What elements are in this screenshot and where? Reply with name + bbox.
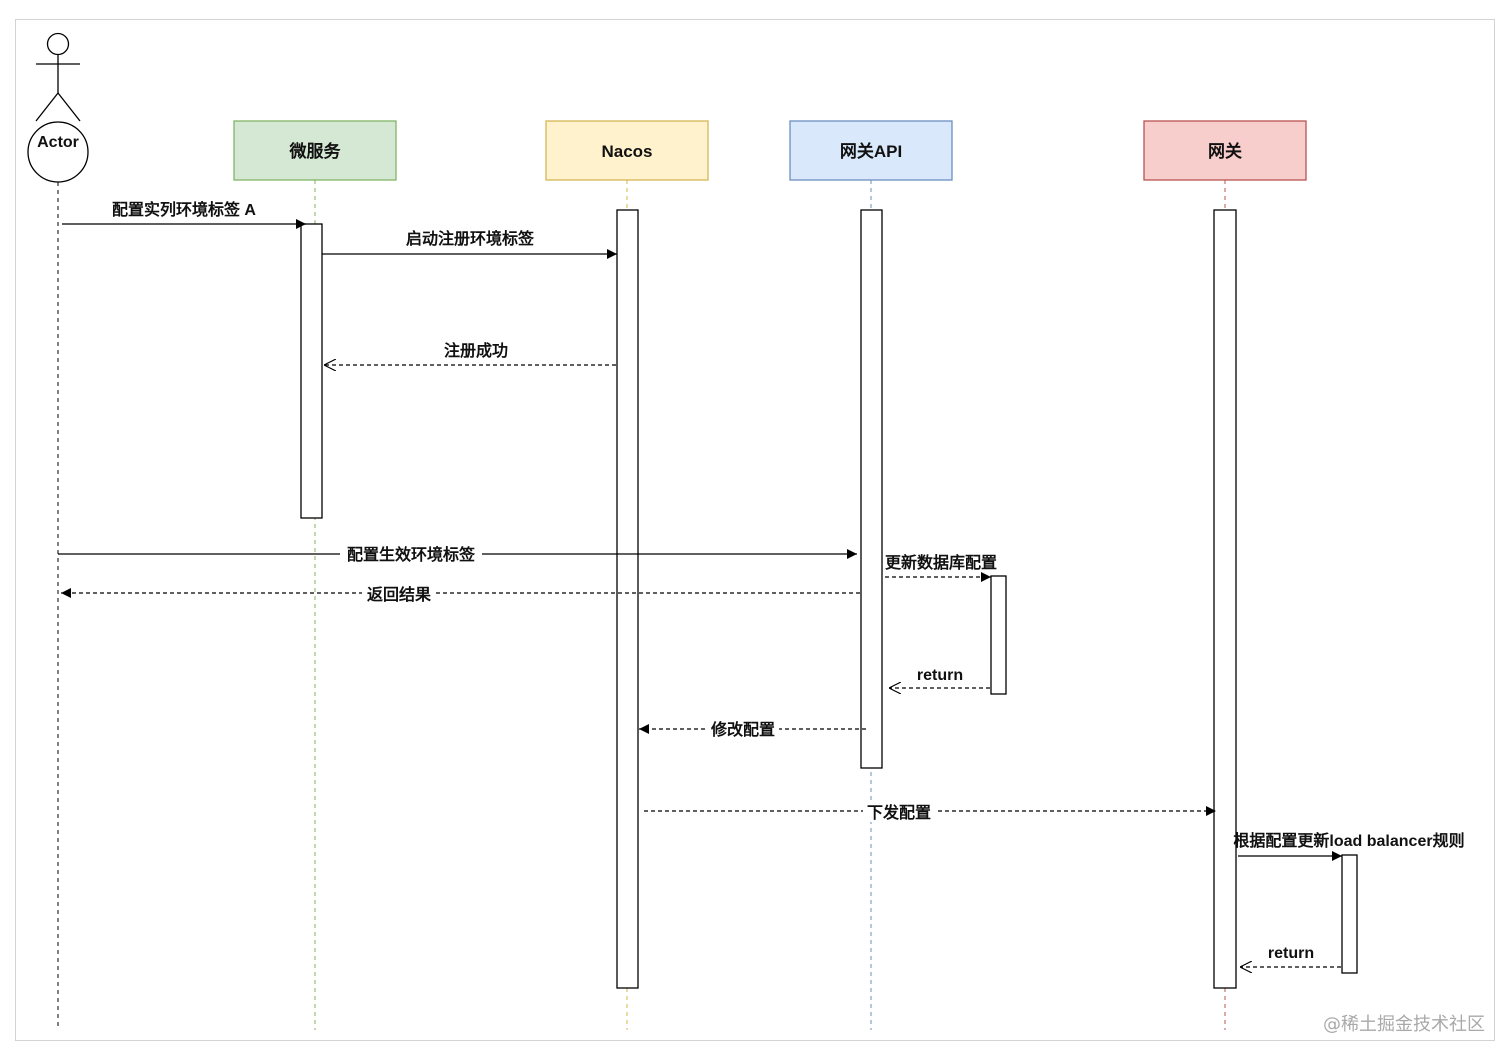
participant-gwapi-label: 网关API — [840, 141, 902, 161]
participant-micro-label: 微服务 — [289, 141, 342, 161]
message-1-label: 配置实列环境标签 A — [112, 200, 256, 219]
message-3-label: 注册成功 — [444, 341, 508, 360]
nacos-activation — [616, 209, 639, 989]
participant-nacos: Nacos — [545, 120, 709, 181]
gw-activation — [1213, 209, 1237, 989]
gwapi-db-activation — [990, 575, 1007, 695]
message-8-label-bg — [707, 718, 779, 740]
message-2-label: 启动注册环境标签 — [406, 229, 535, 248]
participant-gw: 网关 — [1143, 120, 1307, 181]
gw-lb-activation — [1341, 854, 1358, 974]
message-7-label: return — [917, 667, 963, 684]
message-8-label: 修改配置 — [710, 720, 775, 739]
message-4-label: 配置生效环境标签 — [347, 545, 476, 564]
message-5-label-bg — [362, 582, 436, 604]
message-9-label: 下发配置 — [867, 803, 931, 822]
actor-label: Actor — [37, 134, 79, 151]
actor-circle — [27, 121, 89, 183]
participant-micro: 微服务 — [233, 120, 397, 181]
message-6-label: 更新数据库配置 — [885, 553, 997, 572]
message-9-label-bg — [863, 800, 935, 822]
watermark: @稀土掘金技术社区 — [1323, 1014, 1485, 1035]
participant-gwapi: 网关API — [789, 120, 953, 181]
gwapi-activation — [860, 209, 883, 769]
message-11-label: return — [1268, 945, 1314, 962]
diagram-frame — [15, 19, 1495, 1041]
actor-figure-icon — [35, 32, 81, 122]
participant-nacos-label: Nacos — [601, 142, 652, 161]
message-4-label-bg — [340, 543, 482, 565]
participant-gw-label: 网关 — [1208, 141, 1242, 161]
message-5-label: 返回结果 — [367, 585, 431, 604]
message-10-label: 根据配置更新load balancer规则 — [1233, 831, 1464, 850]
micro-activation — [300, 223, 323, 519]
